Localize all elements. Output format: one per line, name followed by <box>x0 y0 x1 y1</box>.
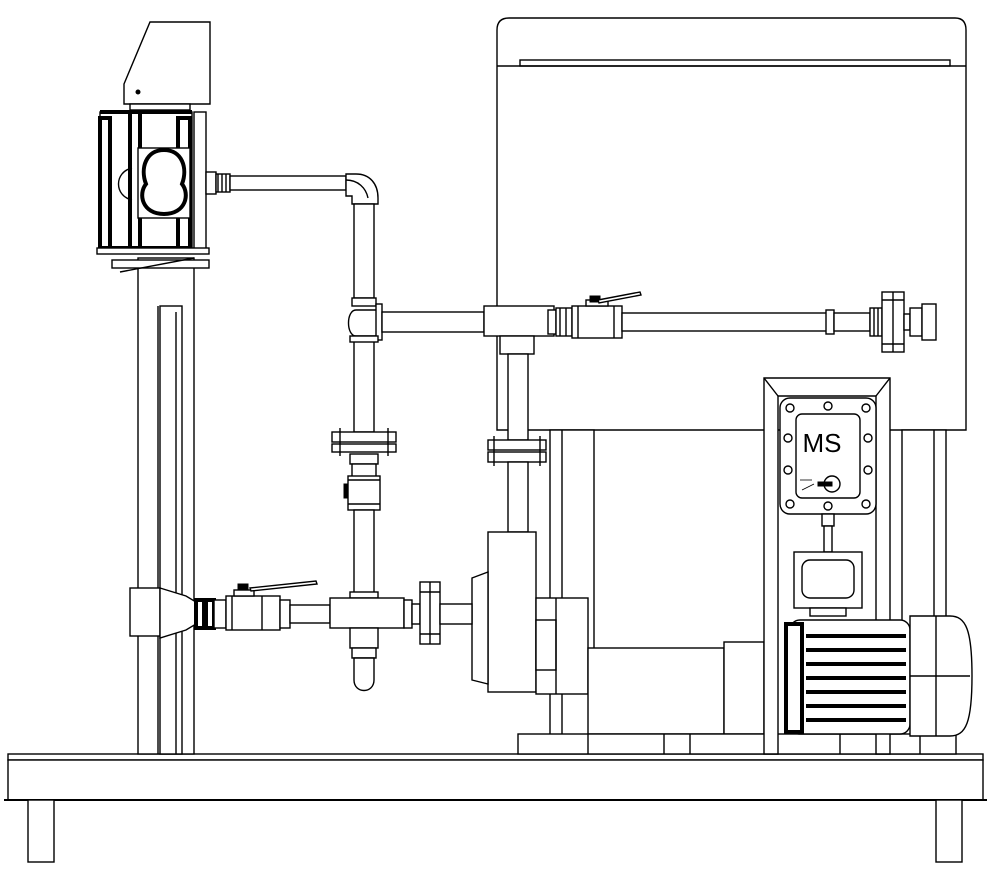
header-pipe-right <box>621 291 937 353</box>
base-frame <box>4 753 987 863</box>
electric-motor <box>784 615 973 737</box>
pump-base <box>517 733 957 755</box>
junction-box <box>793 551 863 617</box>
motor-cooling-fins <box>806 634 906 722</box>
pump <box>471 531 765 735</box>
control-panel: MS <box>779 397 877 515</box>
panel-bolts <box>783 401 873 511</box>
vertical-column <box>111 257 210 755</box>
conduit <box>821 513 835 553</box>
left-riser <box>331 335 397 599</box>
right-riser <box>487 353 547 533</box>
tank <box>496 17 967 431</box>
base-leg-right <box>935 799 963 863</box>
upper-flange <box>351 297 377 307</box>
meter-outlet-pipe <box>205 171 379 299</box>
base-leg-left <box>27 799 55 863</box>
indicator-housing <box>123 21 211 111</box>
flow-meter <box>96 110 210 255</box>
upper-ball-valve <box>571 291 642 339</box>
header-pipe <box>347 303 573 355</box>
lower-piping <box>129 580 473 692</box>
panel-label: MS <box>803 428 842 458</box>
